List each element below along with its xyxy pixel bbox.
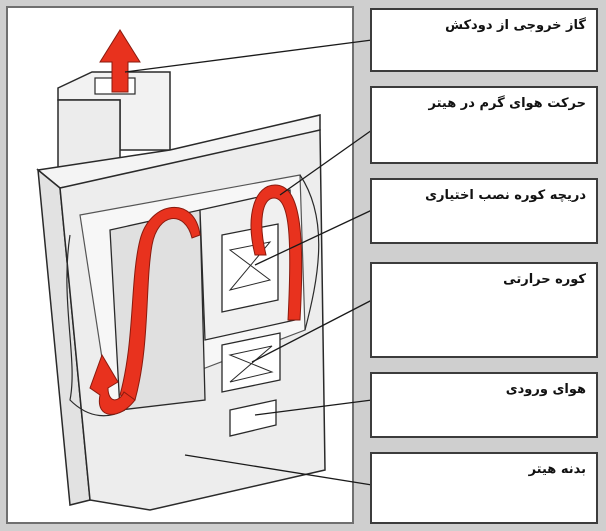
label-flue-gas: گاز خروجی از دودکش	[370, 8, 598, 72]
label-body: بدنه هیتر	[370, 452, 598, 524]
label-furnace-text: کوره حرارتی	[503, 272, 586, 287]
label-hot-air-text: حرکت هوای گرم در هیتر	[429, 96, 586, 111]
label-air-inlet: هوای ورودی	[370, 372, 598, 438]
heater-body	[38, 115, 325, 510]
label-air-inlet-text: هوای ورودی	[506, 382, 586, 397]
label-damper-text: دریچه کوره نصب اختیاری	[425, 188, 586, 203]
label-furnace: کوره حرارتی	[370, 262, 598, 358]
label-body-text: بدنه هیتر	[529, 462, 586, 477]
label-hot-air: حرکت هوای گرم در هیتر	[370, 86, 598, 164]
label-damper: دریچه کوره نصب اختیاری	[370, 178, 598, 244]
damper-opening	[222, 224, 278, 312]
label-flue-gas-text: گاز خروجی از دودکش	[445, 18, 586, 33]
